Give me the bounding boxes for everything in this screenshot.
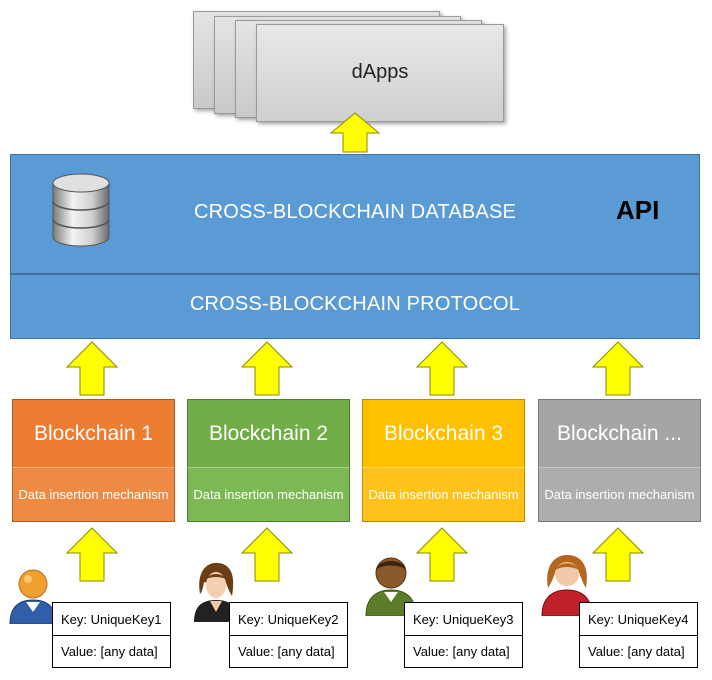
blockchain-box-1: Blockchain 1 Data insertion mechanism xyxy=(12,399,175,522)
entry-value: Value: [any data] xyxy=(230,635,347,667)
blockchain-mechanism: Data insertion mechanism xyxy=(538,467,701,522)
entry-box-2: Key: UniqueKey2 Value: [any data] xyxy=(229,602,348,668)
arrow-bc4-to-protocol xyxy=(591,341,645,396)
entry-box-3: Key: UniqueKey3 Value: [any data] xyxy=(404,602,523,668)
blockchain-name: Blockchain 2 xyxy=(187,399,350,469)
protocol-title: CROSS-BLOCKCHAIN PROTOCOL xyxy=(189,293,521,315)
blockchain-box-3: Blockchain 3 Data insertion mechanism xyxy=(362,399,525,522)
blockchain-name: Blockchain ... xyxy=(538,399,701,469)
blockchain-mechanism: Data insertion mechanism xyxy=(187,467,350,522)
arrow-user2-to-bc2 xyxy=(240,527,294,582)
database-band: CROSS-BLOCKCHAIN DATABASE API xyxy=(10,154,700,274)
database-icon xyxy=(52,173,110,247)
arrow-to-dapps xyxy=(329,112,381,153)
arrow-bc3-to-protocol xyxy=(415,341,469,396)
arrow-bc1-to-protocol xyxy=(65,341,119,396)
user-green-icon xyxy=(365,557,417,616)
user-blue-icon xyxy=(9,569,57,624)
blockchain-box-4: Blockchain ... Data insertion mechanism xyxy=(538,399,701,522)
entry-value: Value: [any data] xyxy=(405,635,522,667)
blockchain-name: Blockchain 1 xyxy=(12,399,175,469)
blockchain-mechanism: Data insertion mechanism xyxy=(12,467,175,522)
arrow-user1-to-bc1 xyxy=(65,527,119,582)
entry-value: Value: [any data] xyxy=(53,635,170,667)
api-label: API xyxy=(616,195,660,225)
dapps-label: dApps xyxy=(351,61,409,83)
arrow-user4-to-bc4 xyxy=(591,527,645,582)
protocol-band: CROSS-BLOCKCHAIN PROTOCOL xyxy=(10,274,700,339)
entry-value: Value: [any data] xyxy=(580,635,697,667)
arrow-user3-to-bc3 xyxy=(415,527,469,582)
blockchain-name: Blockchain 3 xyxy=(362,399,525,469)
dapp-card-front: dApps xyxy=(256,24,504,122)
entry-key: Key: UniqueKey2 xyxy=(238,611,339,627)
blockchain-mechanism: Data insertion mechanism xyxy=(362,467,525,522)
entry-key: Key: UniqueKey4 xyxy=(588,611,689,627)
blockchain-box-2: Blockchain 2 Data insertion mechanism xyxy=(187,399,350,522)
entry-key: Key: UniqueKey1 xyxy=(61,611,162,627)
database-title: CROSS-BLOCKCHAIN DATABASE xyxy=(193,201,517,223)
entry-key: Key: UniqueKey3 xyxy=(413,611,514,627)
entry-box-4: Key: UniqueKey4 Value: [any data] xyxy=(579,602,698,668)
arrow-bc2-to-protocol xyxy=(240,341,294,396)
entry-box-1: Key: UniqueKey1 Value: [any data] xyxy=(52,602,171,668)
user-woman-icon xyxy=(194,562,238,622)
